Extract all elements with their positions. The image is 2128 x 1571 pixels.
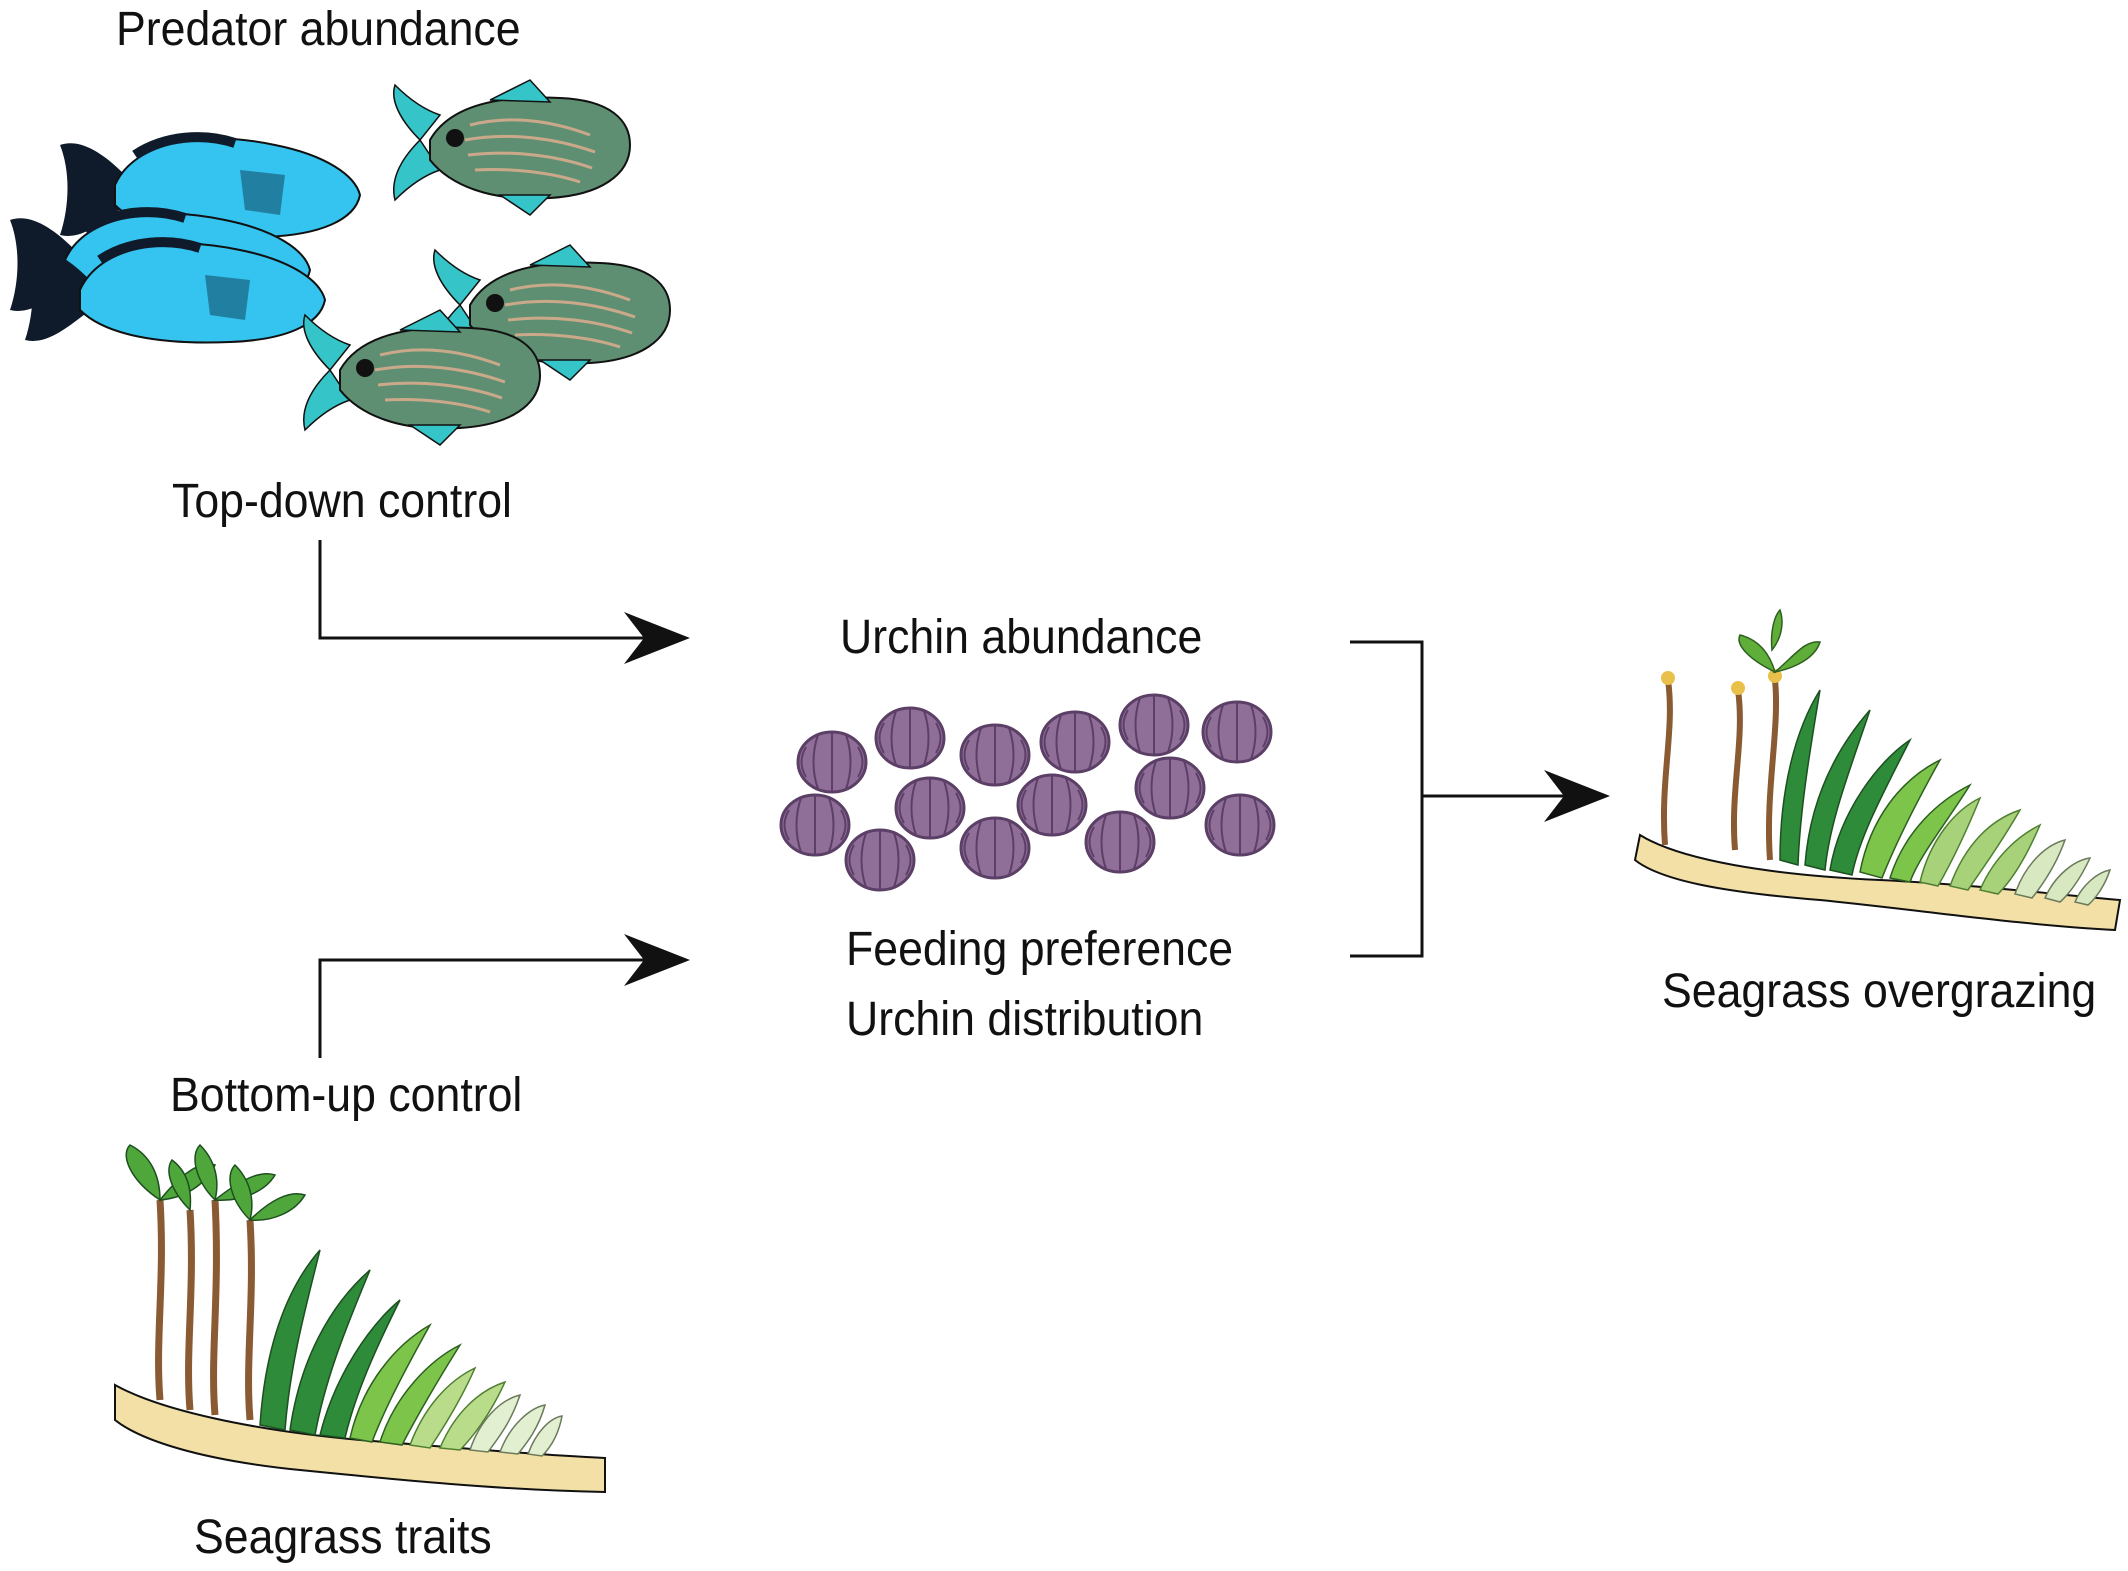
urchin-abundance-label: Urchin abundance [840,611,1203,664]
urchin-9 [1016,773,1088,837]
predator-fish-group [0,78,672,447]
overgrazing-arrowhead [1544,770,1610,822]
top-down-arrowhead [624,612,690,664]
urchin-3 [959,723,1031,787]
urchin-11 [844,828,916,892]
urchin-10 [1134,756,1206,820]
urchin-14 [1204,793,1276,857]
urchin-group [779,693,1276,892]
top-down-control-label: Top-down control [172,475,512,528]
urchin-5 [1118,693,1190,757]
urchin-6 [1201,700,1273,764]
urchin-2 [874,706,946,770]
seagrass-overgrazing-illustration [1633,608,2122,932]
bottom-up-connector [318,958,670,1058]
urchin-1 [796,730,868,794]
bottom-up-control-label: Bottom-up control [170,1069,523,1122]
urchin-13 [1084,810,1156,874]
top-down-connector [318,540,670,640]
urchin-distribution-label: Urchin distribution [846,993,1204,1046]
seagrass-overgrazing-label: Seagrass overgrazing [1662,965,2097,1018]
urchin-7 [779,793,851,857]
urchin-8 [894,776,966,840]
bottom-up-arrowhead [624,934,690,986]
merge-bracket [1350,640,1424,958]
urchin-4 [1039,710,1111,774]
feeding-preference-label: Feeding preference [846,923,1234,976]
predator-abundance-label: Predator abundance [116,3,521,56]
green-fish-1 [392,78,632,217]
seagrass-traits-label: Seagrass traits [194,1511,492,1564]
seagrass-traits-illustration [114,1143,606,1494]
urchin-12 [959,816,1031,880]
